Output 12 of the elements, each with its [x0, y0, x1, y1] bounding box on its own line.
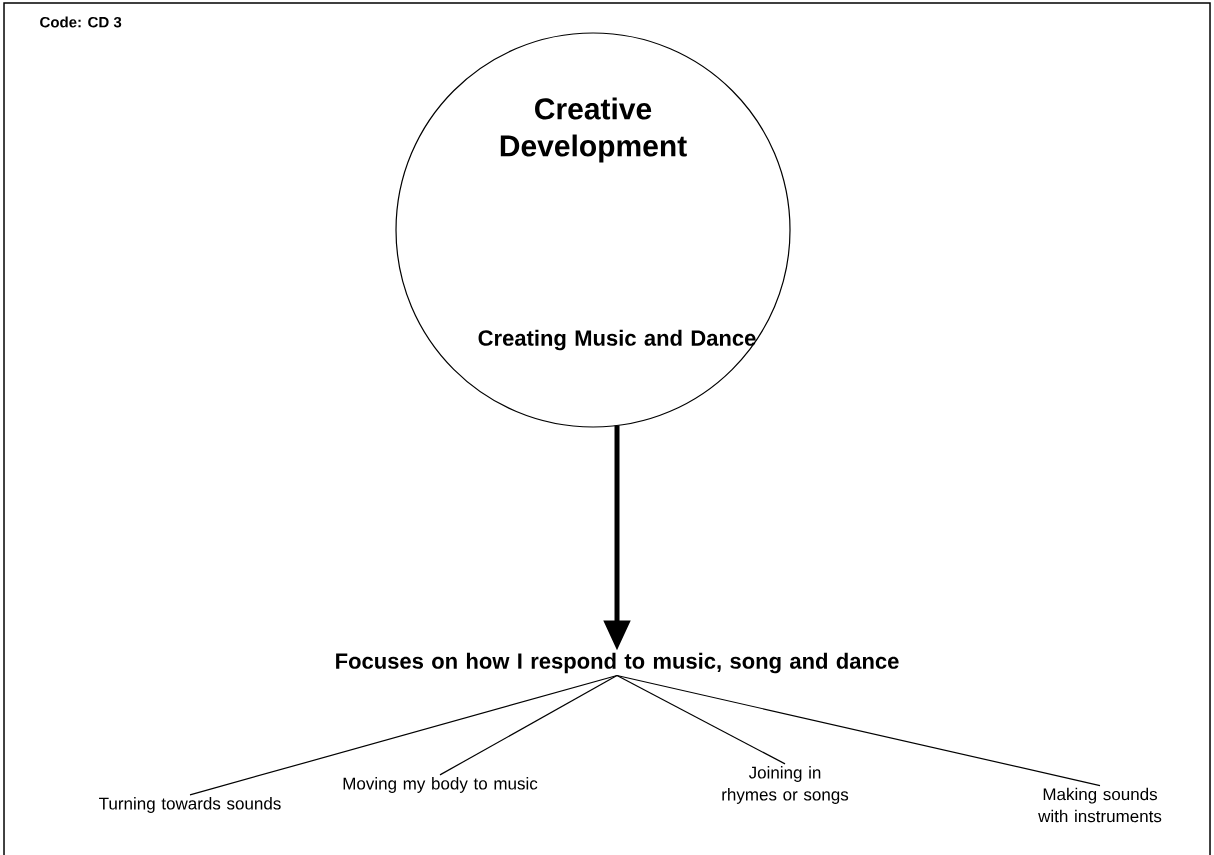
connector-line — [439, 674, 618, 776]
code-label: Code: CD 3 — [40, 16, 122, 28]
circle-subtitle: Creating Music and Dance — [478, 329, 756, 351]
leaf-text: Joining in rhymes or songs — [722, 766, 849, 804]
heading-text: Focuses on how I respond to music, song and dance — [336, 652, 899, 674]
connector-line — [189, 674, 618, 796]
leaf-text: Turning towards sounds — [99, 797, 281, 813]
circle-title: Creative Development — [500, 97, 687, 163]
leaf-text: Making sounds with instruments — [1038, 787, 1162, 823]
connector-line — [616, 674, 1101, 787]
leaf-text: Moving my body to music — [343, 777, 538, 793]
connector-line — [616, 674, 786, 765]
